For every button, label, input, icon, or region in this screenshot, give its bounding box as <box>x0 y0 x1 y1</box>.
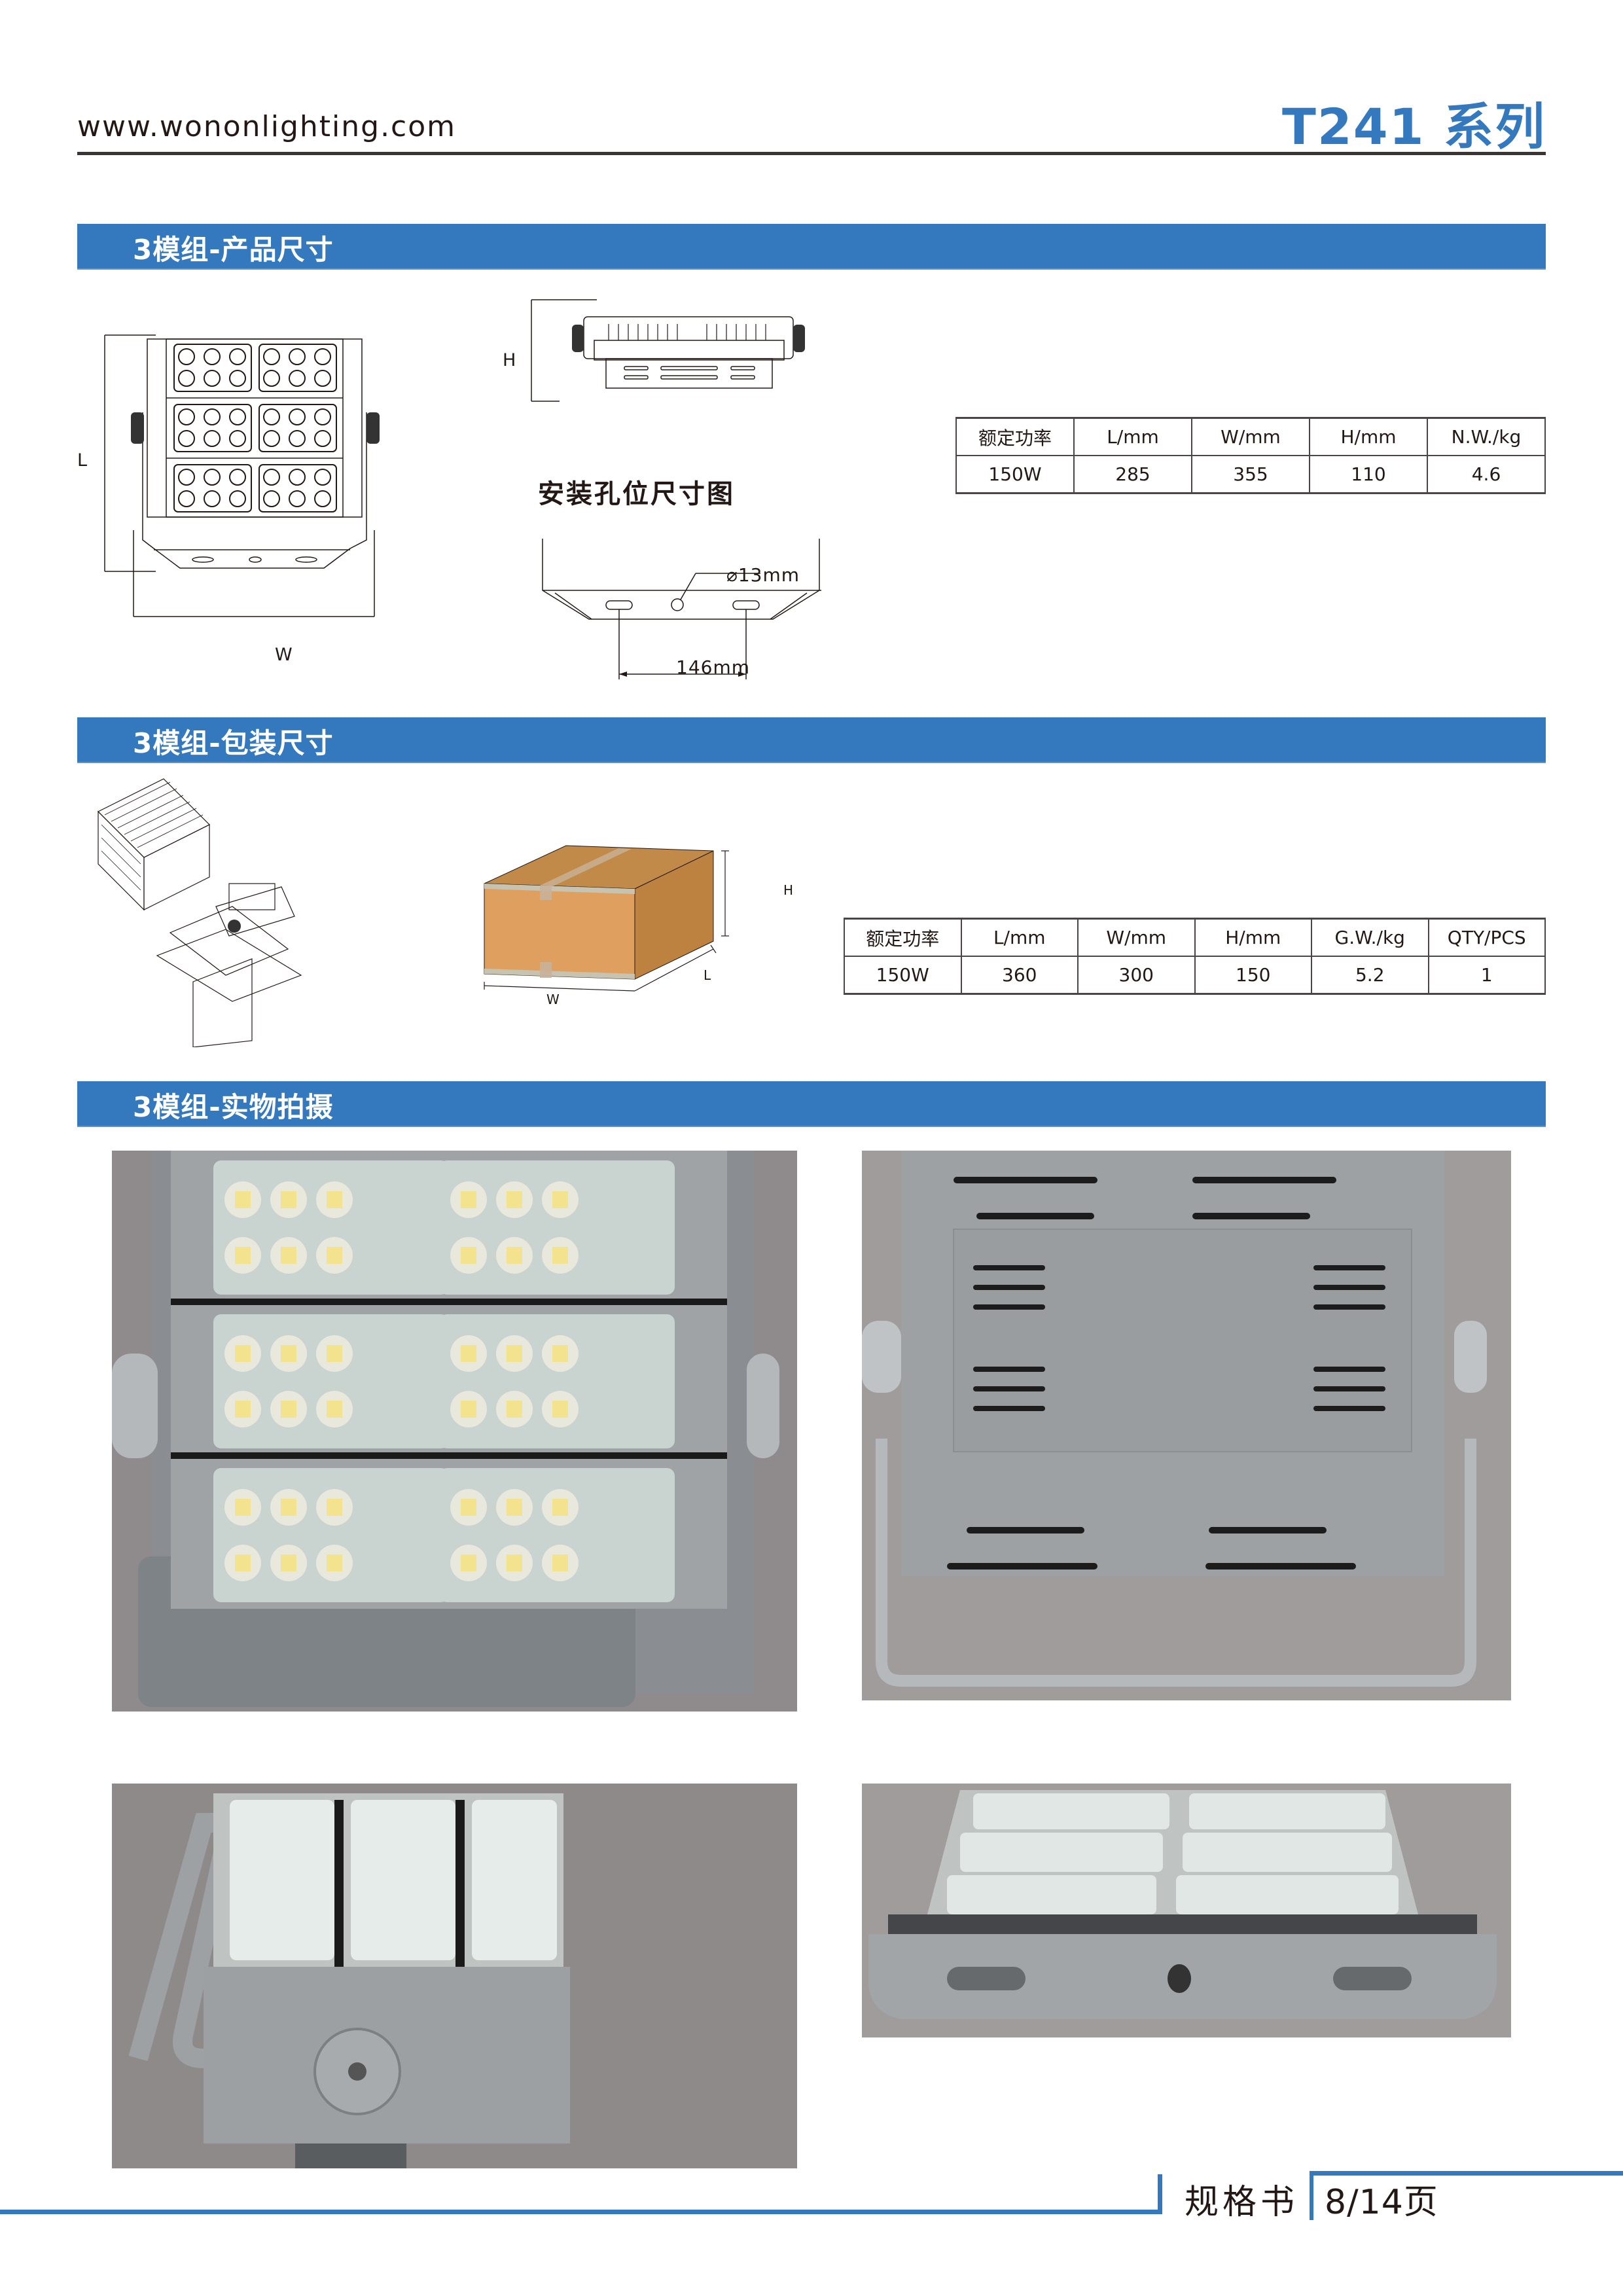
table-cell: 150W <box>844 956 962 995</box>
table-cell: 5.2 <box>1311 956 1429 995</box>
table-cell: 285 <box>1073 455 1192 494</box>
table-cell: 360 <box>960 956 1079 995</box>
table-cell: 150 <box>1194 956 1312 995</box>
section-bar-package-dimensions: 3模组-包装尺寸 <box>77 717 1546 763</box>
header-cell: H/mm <box>1309 417 1428 456</box>
product-photo-end <box>862 1784 1511 2037</box>
dimension-label-L: L <box>77 450 88 471</box>
table-cell: 300 <box>1077 956 1196 995</box>
mount-hole-drawing <box>542 539 821 679</box>
section-title: 3模组-产品尺寸 <box>133 234 334 266</box>
side-view-drawing <box>531 299 805 402</box>
header-cell: QTY/PCS <box>1427 918 1546 957</box>
table-cell: 150W <box>955 455 1075 494</box>
table-row: 150W 360 300 150 5.2 1 <box>844 956 1546 995</box>
product-spec-table: 额定功率 L/mm W/mm H/mm N.W./kg 150W 285 355… <box>955 417 1546 494</box>
footer-page-number: 8/14页 <box>1325 2183 1438 2222</box>
header-cell: W/mm <box>1191 417 1310 456</box>
header-cell: G.W./kg <box>1311 918 1429 957</box>
hole-diameter-label: ⌀13mm <box>726 564 800 586</box>
table-row: 150W 285 355 110 4.6 <box>955 455 1546 494</box>
product-photo-side <box>112 1784 797 2168</box>
header-cell: 额定功率 <box>844 918 962 957</box>
packaging-exploded-drawing <box>97 778 302 1047</box>
table-cell: 110 <box>1309 455 1428 494</box>
footer-line-left <box>0 2210 1162 2214</box>
series-title: T241 系列 <box>1282 98 1546 156</box>
header-cell: 额定功率 <box>955 417 1075 456</box>
section-title: 3模组-包装尺寸 <box>133 727 334 759</box>
footer-doc-label: 规格书 <box>1185 2183 1299 2222</box>
table-header-row: 额定功率 L/mm W/mm H/mm N.W./kg <box>955 417 1546 456</box>
footer-line-right-riser <box>1310 2171 1313 2220</box>
section-title: 3模组-实物拍摄 <box>133 1091 334 1123</box>
dimension-label-H: H <box>503 350 516 370</box>
box-dimension-H: H <box>783 882 794 898</box>
front-view-drawing <box>104 334 380 617</box>
header-divider <box>77 152 1546 155</box>
box-dimension-W: W <box>546 992 560 1007</box>
footer-line-right <box>1310 2171 1623 2176</box>
header-cell: L/mm <box>960 918 1079 957</box>
table-header-row: 额定功率 L/mm W/mm H/mm G.W./kg QTY/PCS <box>844 918 1546 957</box>
header-cell: N.W./kg <box>1427 417 1546 456</box>
header-cell: L/mm <box>1073 417 1192 456</box>
hole-spacing-label: 146mm <box>676 656 750 678</box>
mount-hole-title: 安装孔位尺寸图 <box>538 479 735 509</box>
box-dimension-L: L <box>704 967 711 983</box>
product-photo-back <box>862 1151 1511 1700</box>
table-cell: 1 <box>1427 956 1546 995</box>
section-bar-product-dimensions: 3模组-产品尺寸 <box>77 224 1546 270</box>
section-bar-photos: 3模组-实物拍摄 <box>77 1081 1546 1127</box>
package-spec-table: 额定功率 L/mm W/mm H/mm G.W./kg QTY/PCS 150W… <box>844 918 1546 995</box>
site-url: www.wononlighting.com <box>77 110 457 143</box>
table-cell: 355 <box>1191 455 1310 494</box>
header-cell: W/mm <box>1077 918 1196 957</box>
footer-line-left-riser <box>1158 2174 1162 2214</box>
table-cell: 4.6 <box>1427 455 1546 494</box>
dimension-label-W: W <box>275 645 293 665</box>
product-photo-front <box>112 1151 797 1712</box>
header-cell: H/mm <box>1194 918 1312 957</box>
carton-box-drawing <box>484 845 729 992</box>
